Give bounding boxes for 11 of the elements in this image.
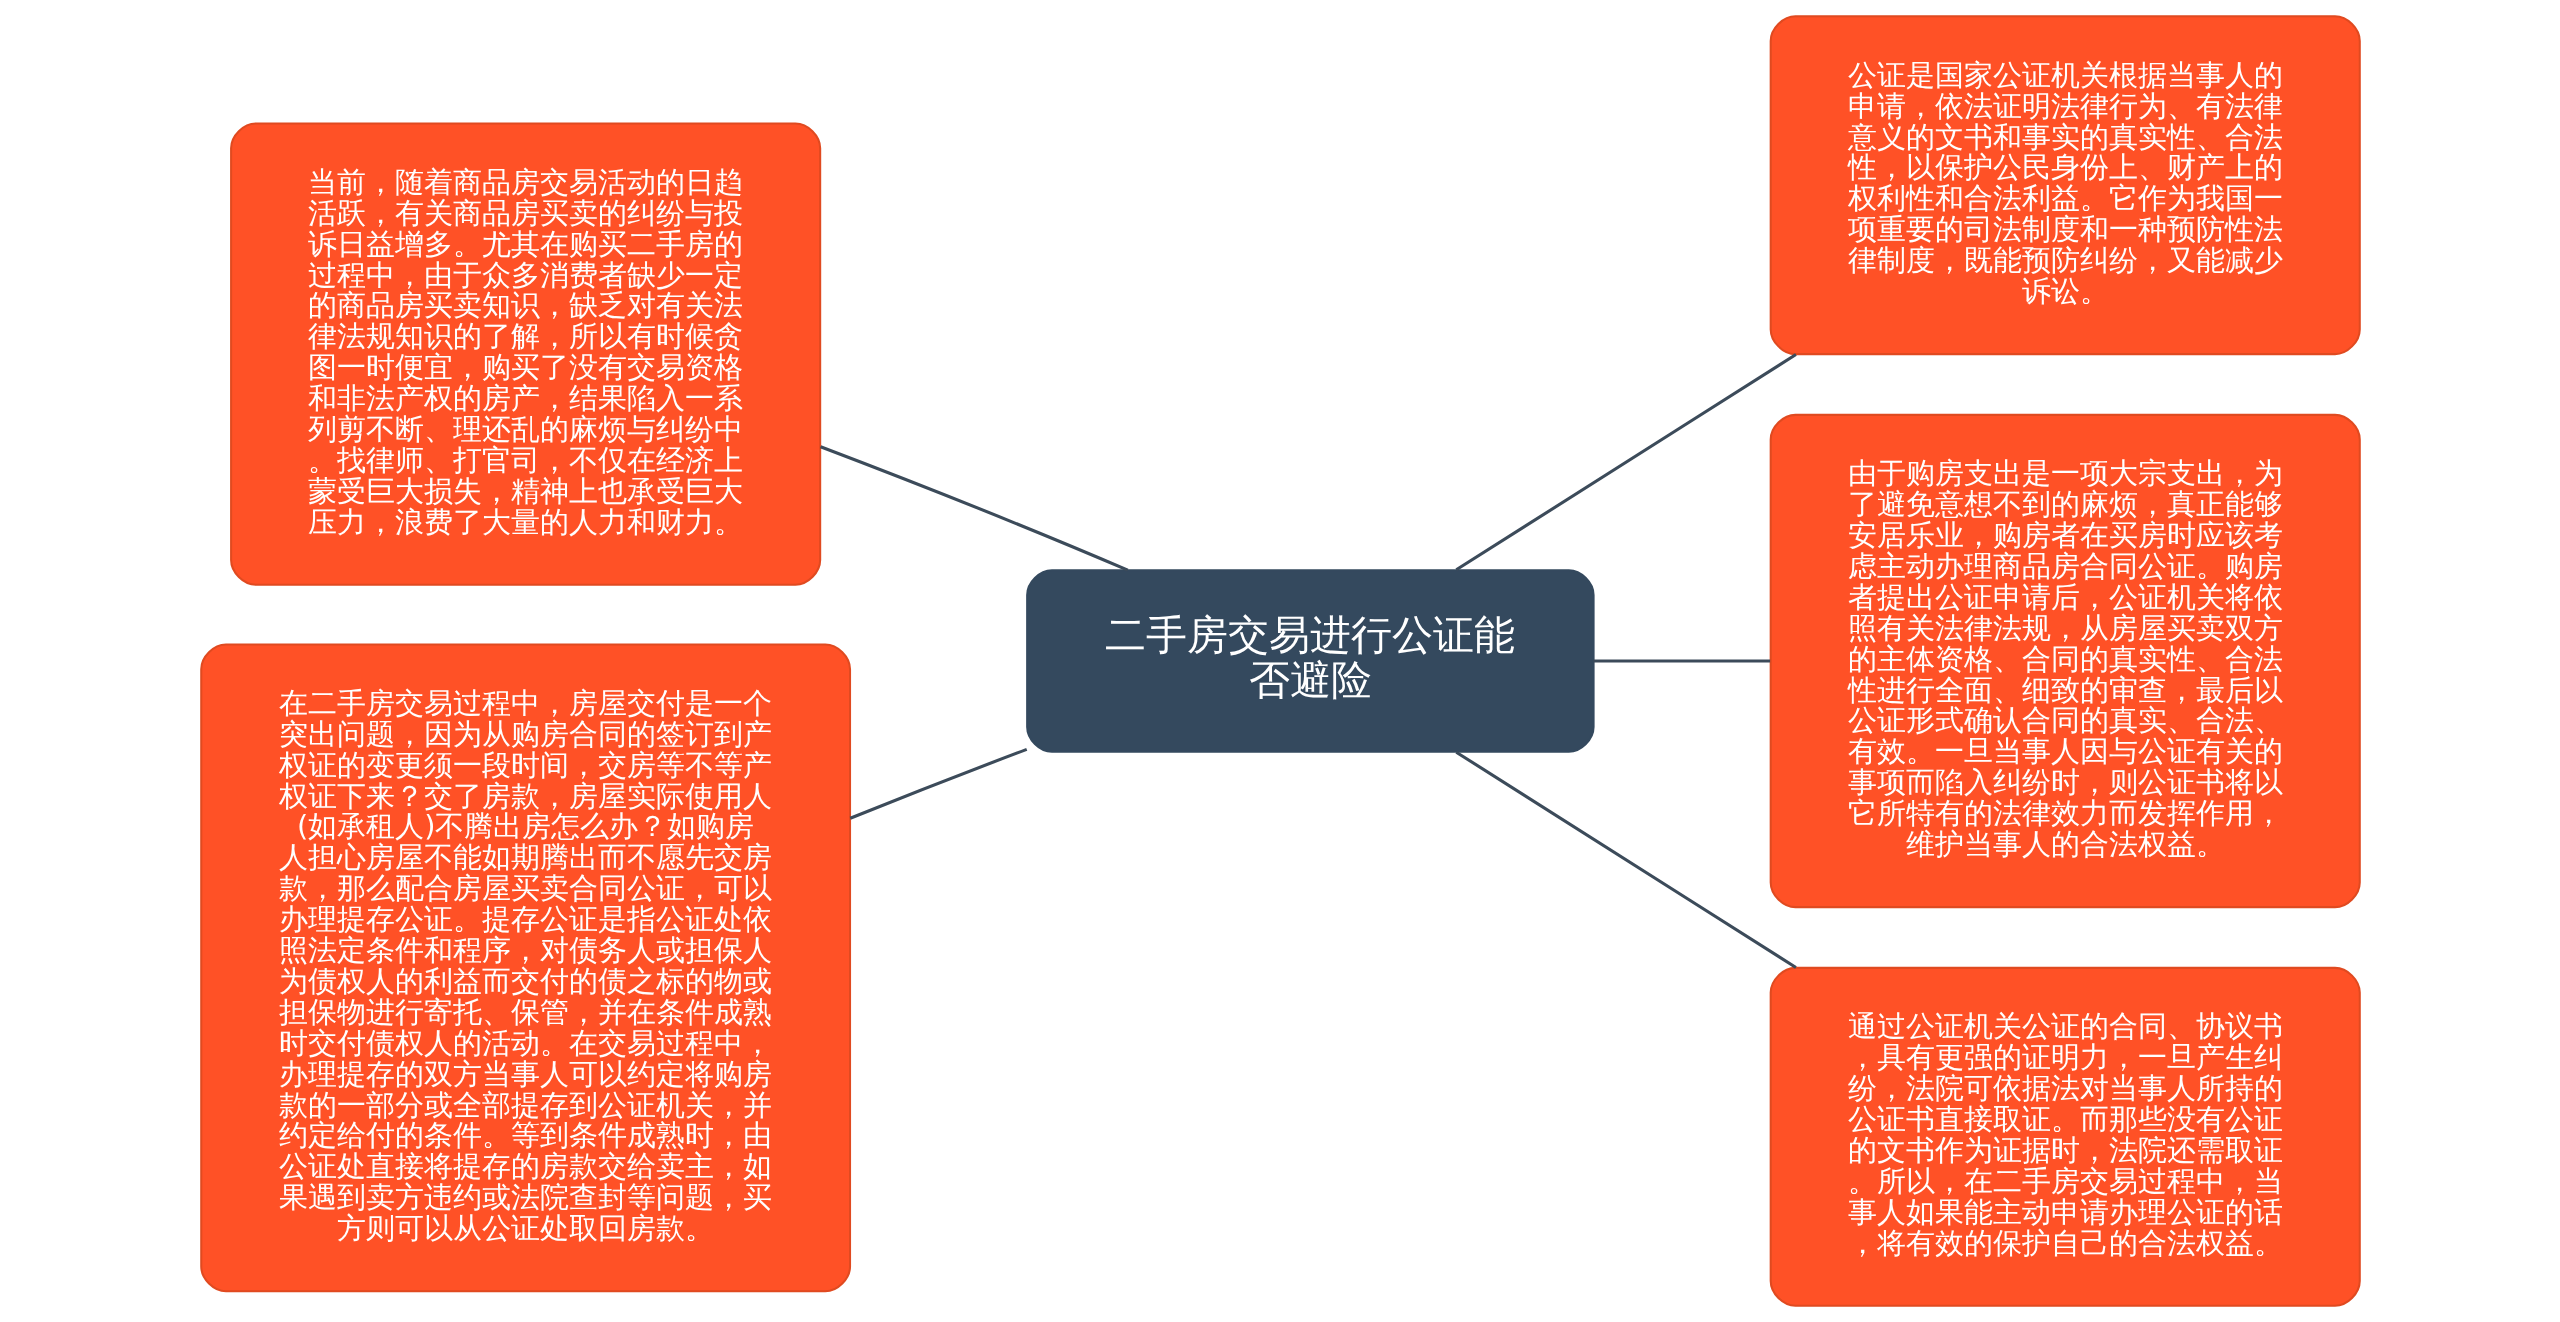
node-box: 通过公证机关公证的合同、协议书，具有更强的证明力，一旦产生纠纷，法院可依据法对当事人所持的公证书直接取证。而那些没有公证的文书作为证据时，法院还需取证。所以，在二手房交易过程中，当事人如果能主动申请办理公证的话，将有效的保护自己的合法权益。	[1769, 966, 2361, 1307]
node-box: 由于购房支出是一项大宗支出，为了避免意想不到的麻烦，真正能够安居乐业，购房者在买房时应该考虑主动办理商品房合同公证。购房者提出公证申请后，公证机关将依照有关法律法规，从房屋买卖双方的主体资格、合同的真实性、合法性进行全面、细致的审查，最后以公证形式确认合同的真实、合法、有效。一旦当事人因与公证有关的事项而陷入纠纷时，则公证书将以它所特有的法律效力而发挥作用，维护当事人的合法权益。	[1769, 413, 2361, 909]
connector	[1454, 353, 1797, 572]
node-box: 二手房交易进行公证能否避险	[1025, 569, 1595, 753]
connector	[1593, 659, 1770, 663]
node-box: 公证是国家公证机关根据当事人的申请，依法证明法律行为、有法律意义的文书和事实的真实性、合法性，以保护公民身份上、财产上的权利性和合法利益。它作为我国一项重要的司法制度和一种预防性法律制度，既能预防纠纷，又能减少诉讼。	[1769, 15, 2361, 356]
connector	[819, 445, 1128, 572]
connector	[849, 747, 1027, 820]
node-box: 在二手房交易过程中，房屋交付是一个突出问题，因为从购房合同的签订到产权证的变更须一段时间，交房等不等产权证下来？交了房款，房屋实际使用人(如承租人)不腾出房怎么办？如购房人担心房屋不能如期腾出而不愿先交房款，那么配合房屋买卖合同公证，可以办理提存公证。提存公证是指公证处依照法定条件和程序，对债务人或担保人为债权人的利益而交付的债之标的物或担保物进行寄托、保管，并在条件成熟时交付债权人的活动。在交易过程中，办理提存的双方当事人可以约定将购房款的一部分或全部提存到公证机关，并约定给付的条件。等到条件成熟时，由公证处直接将提存的房款交给卖主，如果遇到卖方违约或法院查封等问题，买方则可以从公证处取回房款。	[199, 643, 851, 1293]
node-box: 当前，随着商品房交易活动的日趋活跃，有关商品房买卖的纠纷与投诉日益增多。尤其在购买二手房的过程中，由于众多消费者缺少一定的商品房买卖知识，缺乏对有关法律法规知识的了解，所以有时候贪图一时便宜，购买了没有交易资格和非法产权的房产，结果陷入一系列剪不断、理还乱的麻烦与纠纷中。找律师、打官司，不仅在经济上蒙受巨大损失，精神上也承受巨大压力，浪费了大量的人力和财力。	[229, 122, 821, 586]
connector	[1454, 750, 1797, 969]
